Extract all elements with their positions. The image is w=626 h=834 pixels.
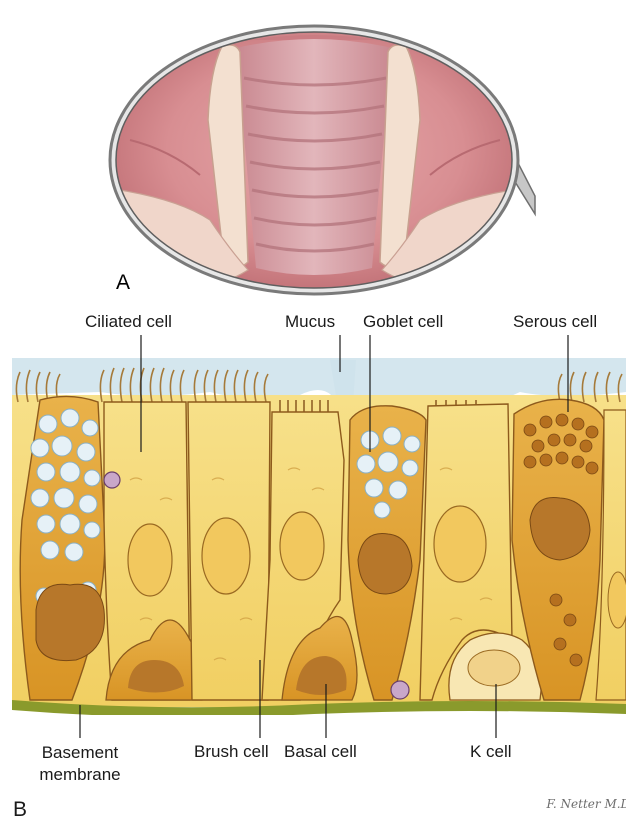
label-mucus: Mucus: [285, 312, 335, 332]
panel-a-mirror-view: [110, 26, 535, 298]
label-basement-membrane: Basement membrane: [28, 742, 132, 786]
label-brush-cell: Brush cell: [194, 742, 269, 762]
migrating-cell: [104, 472, 120, 488]
label-ciliated-cell: Ciliated cell: [85, 312, 172, 332]
goblet-nucleus-left: [36, 584, 104, 660]
label-basal-cell: Basal cell: [284, 742, 357, 762]
label-k-cell: K cell: [470, 742, 512, 762]
panel-b-label: B: [13, 798, 27, 822]
ciliated-nucleus: [128, 524, 172, 596]
panel-b-epithelium: [12, 358, 626, 717]
panel-a-label: A: [116, 271, 130, 294]
label-serous-cell: Serous cell: [513, 312, 597, 332]
artist-signature: F. Netter M.D.: [545, 797, 626, 811]
trachea-lumen: [236, 39, 392, 275]
label-goblet-cell: Goblet cell: [363, 312, 443, 332]
